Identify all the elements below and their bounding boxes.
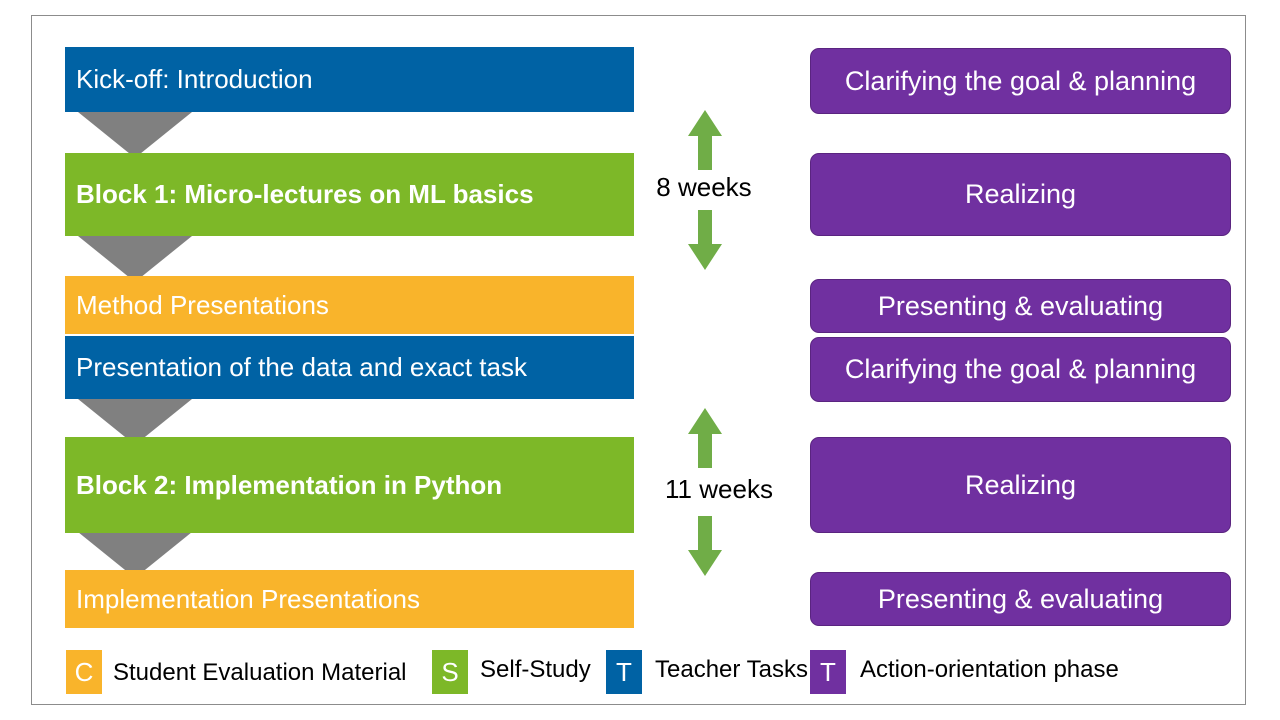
duration-block-1: 8 weeks — [656, 172, 752, 202]
phase-clarifying-1: Clarifying the goal & planning — [810, 48, 1231, 114]
connector-triangle — [78, 236, 192, 282]
stage-kickoff-introduction: Kick-off: Introduction — [65, 47, 634, 112]
arrow-up-icon — [688, 110, 722, 170]
phase-realizing-1: Realizing — [810, 153, 1231, 236]
stage-implementation-presentations: Implementation Presentations — [65, 570, 634, 628]
stage-block-2: Block 2: Implementation in Python — [65, 437, 634, 533]
phase-realizing-2: Realizing — [810, 437, 1231, 533]
stage-data-presentation: Presentation of the data and exact task — [65, 336, 634, 399]
legend-swatch-selfstudy: S — [432, 650, 468, 694]
legend-label-teacher: Teacher Tasks — [655, 656, 808, 683]
stage-block-1: Block 1: Micro-lectures on ML basics — [65, 153, 634, 236]
legend-swatch-action: T — [810, 650, 846, 694]
legend-swatch-evaluation: C — [66, 650, 102, 694]
phase-clarifying-2: Clarifying the goal & planning — [810, 337, 1231, 402]
legend-label-evaluation: Student Evaluation Material — [113, 659, 407, 686]
arrow-down-icon — [688, 516, 722, 576]
connector-triangle — [78, 112, 192, 158]
legend-label-action: Action-orientation phase — [860, 656, 1119, 683]
stage-method-presentations: Method Presentations — [65, 276, 634, 334]
duration-block-2: 11 weeks — [665, 474, 773, 504]
arrow-down-icon — [688, 210, 722, 270]
phase-presenting-2: Presenting & evaluating — [810, 572, 1231, 626]
arrow-up-icon — [688, 408, 722, 468]
legend-swatch-teacher: T — [606, 650, 642, 694]
phase-presenting-1: Presenting & evaluating — [810, 279, 1231, 333]
diagram-frame — [31, 15, 1246, 705]
legend-label-selfstudy: Self-Study — [480, 656, 591, 683]
